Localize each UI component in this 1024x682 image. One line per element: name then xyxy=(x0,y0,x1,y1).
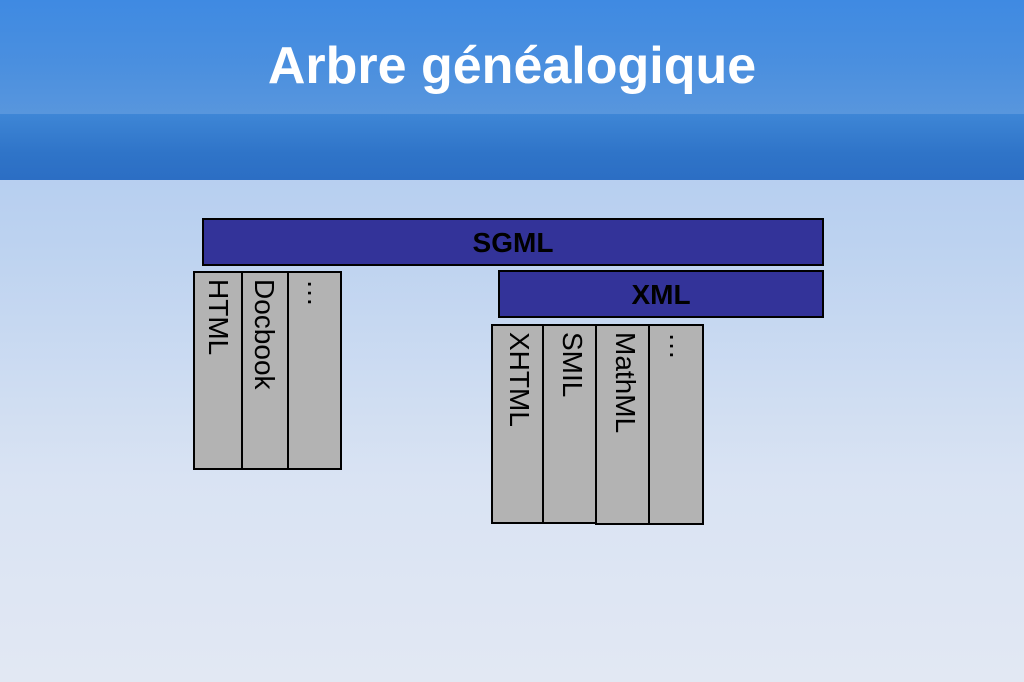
smil-box: SMIL xyxy=(542,324,597,524)
xml-more-box: … xyxy=(648,324,704,525)
html-box: HTML xyxy=(193,271,243,470)
mathml-box: MathML xyxy=(595,324,650,525)
docbook-box: Docbook xyxy=(241,271,289,470)
slide-header: Arbre généalogique xyxy=(0,0,1024,180)
slide-title: Arbre généalogique xyxy=(267,37,757,95)
xml-more-label: … xyxy=(664,332,695,360)
header-bottom-band xyxy=(0,114,1024,180)
xhtml-box: XHTML xyxy=(491,324,544,524)
xml-bar: XML xyxy=(498,270,824,318)
sgml-more-box: … xyxy=(287,271,342,470)
xhtml-label: XHTML xyxy=(504,332,535,427)
sgml-label: SGML xyxy=(472,227,554,258)
mathml-label: MathML xyxy=(610,332,641,434)
smil-label: SMIL xyxy=(557,332,588,398)
sgml-more-label: … xyxy=(302,279,333,307)
xml-label: XML xyxy=(631,279,691,310)
docbook-label: Docbook xyxy=(249,279,280,390)
header-top-band xyxy=(0,0,1024,114)
sgml-bar: SGML xyxy=(202,218,824,266)
html-label: HTML xyxy=(203,279,234,356)
